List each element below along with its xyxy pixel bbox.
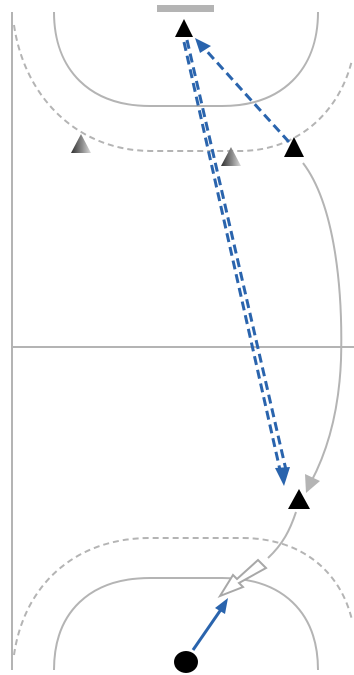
- pass-arrowhead-low: [275, 467, 290, 486]
- pass-arrow-top-to-low-2: [185, 39, 288, 471]
- player-goalkeeper: [175, 19, 193, 37]
- ball: [174, 651, 198, 673]
- top-free-throw-line: [13, 24, 353, 152]
- court-lines: [11, 11, 354, 671]
- cone-left: [71, 134, 91, 153]
- cone-center: [221, 147, 241, 166]
- ball-pass-arrowhead: [215, 598, 228, 614]
- run-path-line: [302, 162, 343, 483]
- goal: [157, 5, 214, 12]
- dribble-path: [217, 511, 297, 599]
- bottom-goal-area-line: [53, 577, 319, 671]
- ball-pass-line: [191, 607, 224, 651]
- pass-arrowhead-top: [195, 38, 211, 53]
- player-pivot-low: [288, 489, 310, 509]
- ball-pass-arrow: [191, 598, 228, 651]
- pass-arrows: [182, 39, 291, 471]
- player-right-back: [284, 137, 304, 157]
- top-goal-area-line: [53, 11, 319, 107]
- bottom-free-throw-line: [13, 537, 353, 656]
- run-path-arrowhead: [305, 474, 320, 493]
- dribble-arrow-outline: [217, 558, 268, 599]
- pass-arrowheads: [195, 38, 290, 486]
- run-path: [302, 162, 343, 493]
- pass-arrow-top-to-low-1: [182, 41, 282, 471]
- pass-arrow-right-to-top: [201, 45, 291, 144]
- dribble-path-line: [267, 511, 297, 559]
